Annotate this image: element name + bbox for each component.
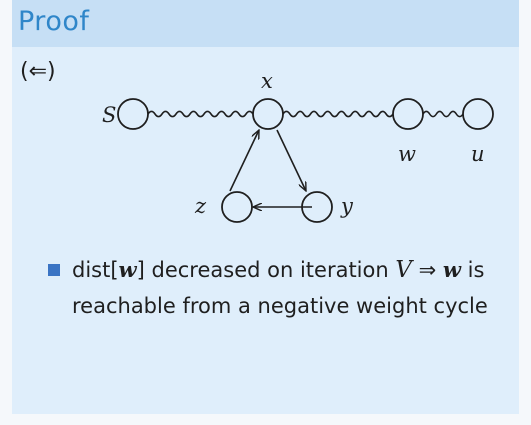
node-label-u: u (471, 142, 485, 166)
bullet-line2: reachable from a negative weight cycle (72, 294, 488, 318)
edge-s-x (147, 110, 254, 118)
edge-x-y (276, 129, 306, 191)
node-y (301, 191, 333, 223)
cycle-diagram: S x w u z y (102, 69, 494, 223)
bullet-text: dist[w] decreased on iteration V ⇒ w is … (72, 252, 512, 324)
dist-prefix: dist[ (72, 258, 119, 282)
implies-symbol: ⇒ (411, 258, 443, 282)
dist-var: w (118, 257, 137, 282)
node-x (252, 98, 284, 130)
slide-title: Proof (18, 6, 90, 37)
target-var: w (442, 257, 461, 282)
node-label-s: S (102, 103, 116, 127)
node-s (117, 98, 149, 130)
slide: Proof (⇐) S x w u z y dist (12, 0, 519, 414)
edge-z-x (229, 130, 259, 192)
dist-suffix: ] decreased on iteration (136, 258, 396, 282)
line1-end: is (461, 258, 485, 282)
edge-x-w (282, 110, 394, 118)
node-u (462, 98, 494, 130)
iteration-var: V (395, 257, 412, 283)
node-label-y: y (340, 194, 354, 218)
node-w (392, 98, 424, 130)
node-z (221, 191, 253, 223)
node-label-z: z (194, 194, 207, 218)
bullet-marker (48, 264, 60, 276)
edge-w-u (422, 110, 464, 118)
title-bar: Proof (12, 0, 519, 47)
direction-label: (⇐) (20, 59, 56, 84)
node-label-x: x (261, 69, 273, 93)
node-label-w: w (398, 142, 416, 166)
